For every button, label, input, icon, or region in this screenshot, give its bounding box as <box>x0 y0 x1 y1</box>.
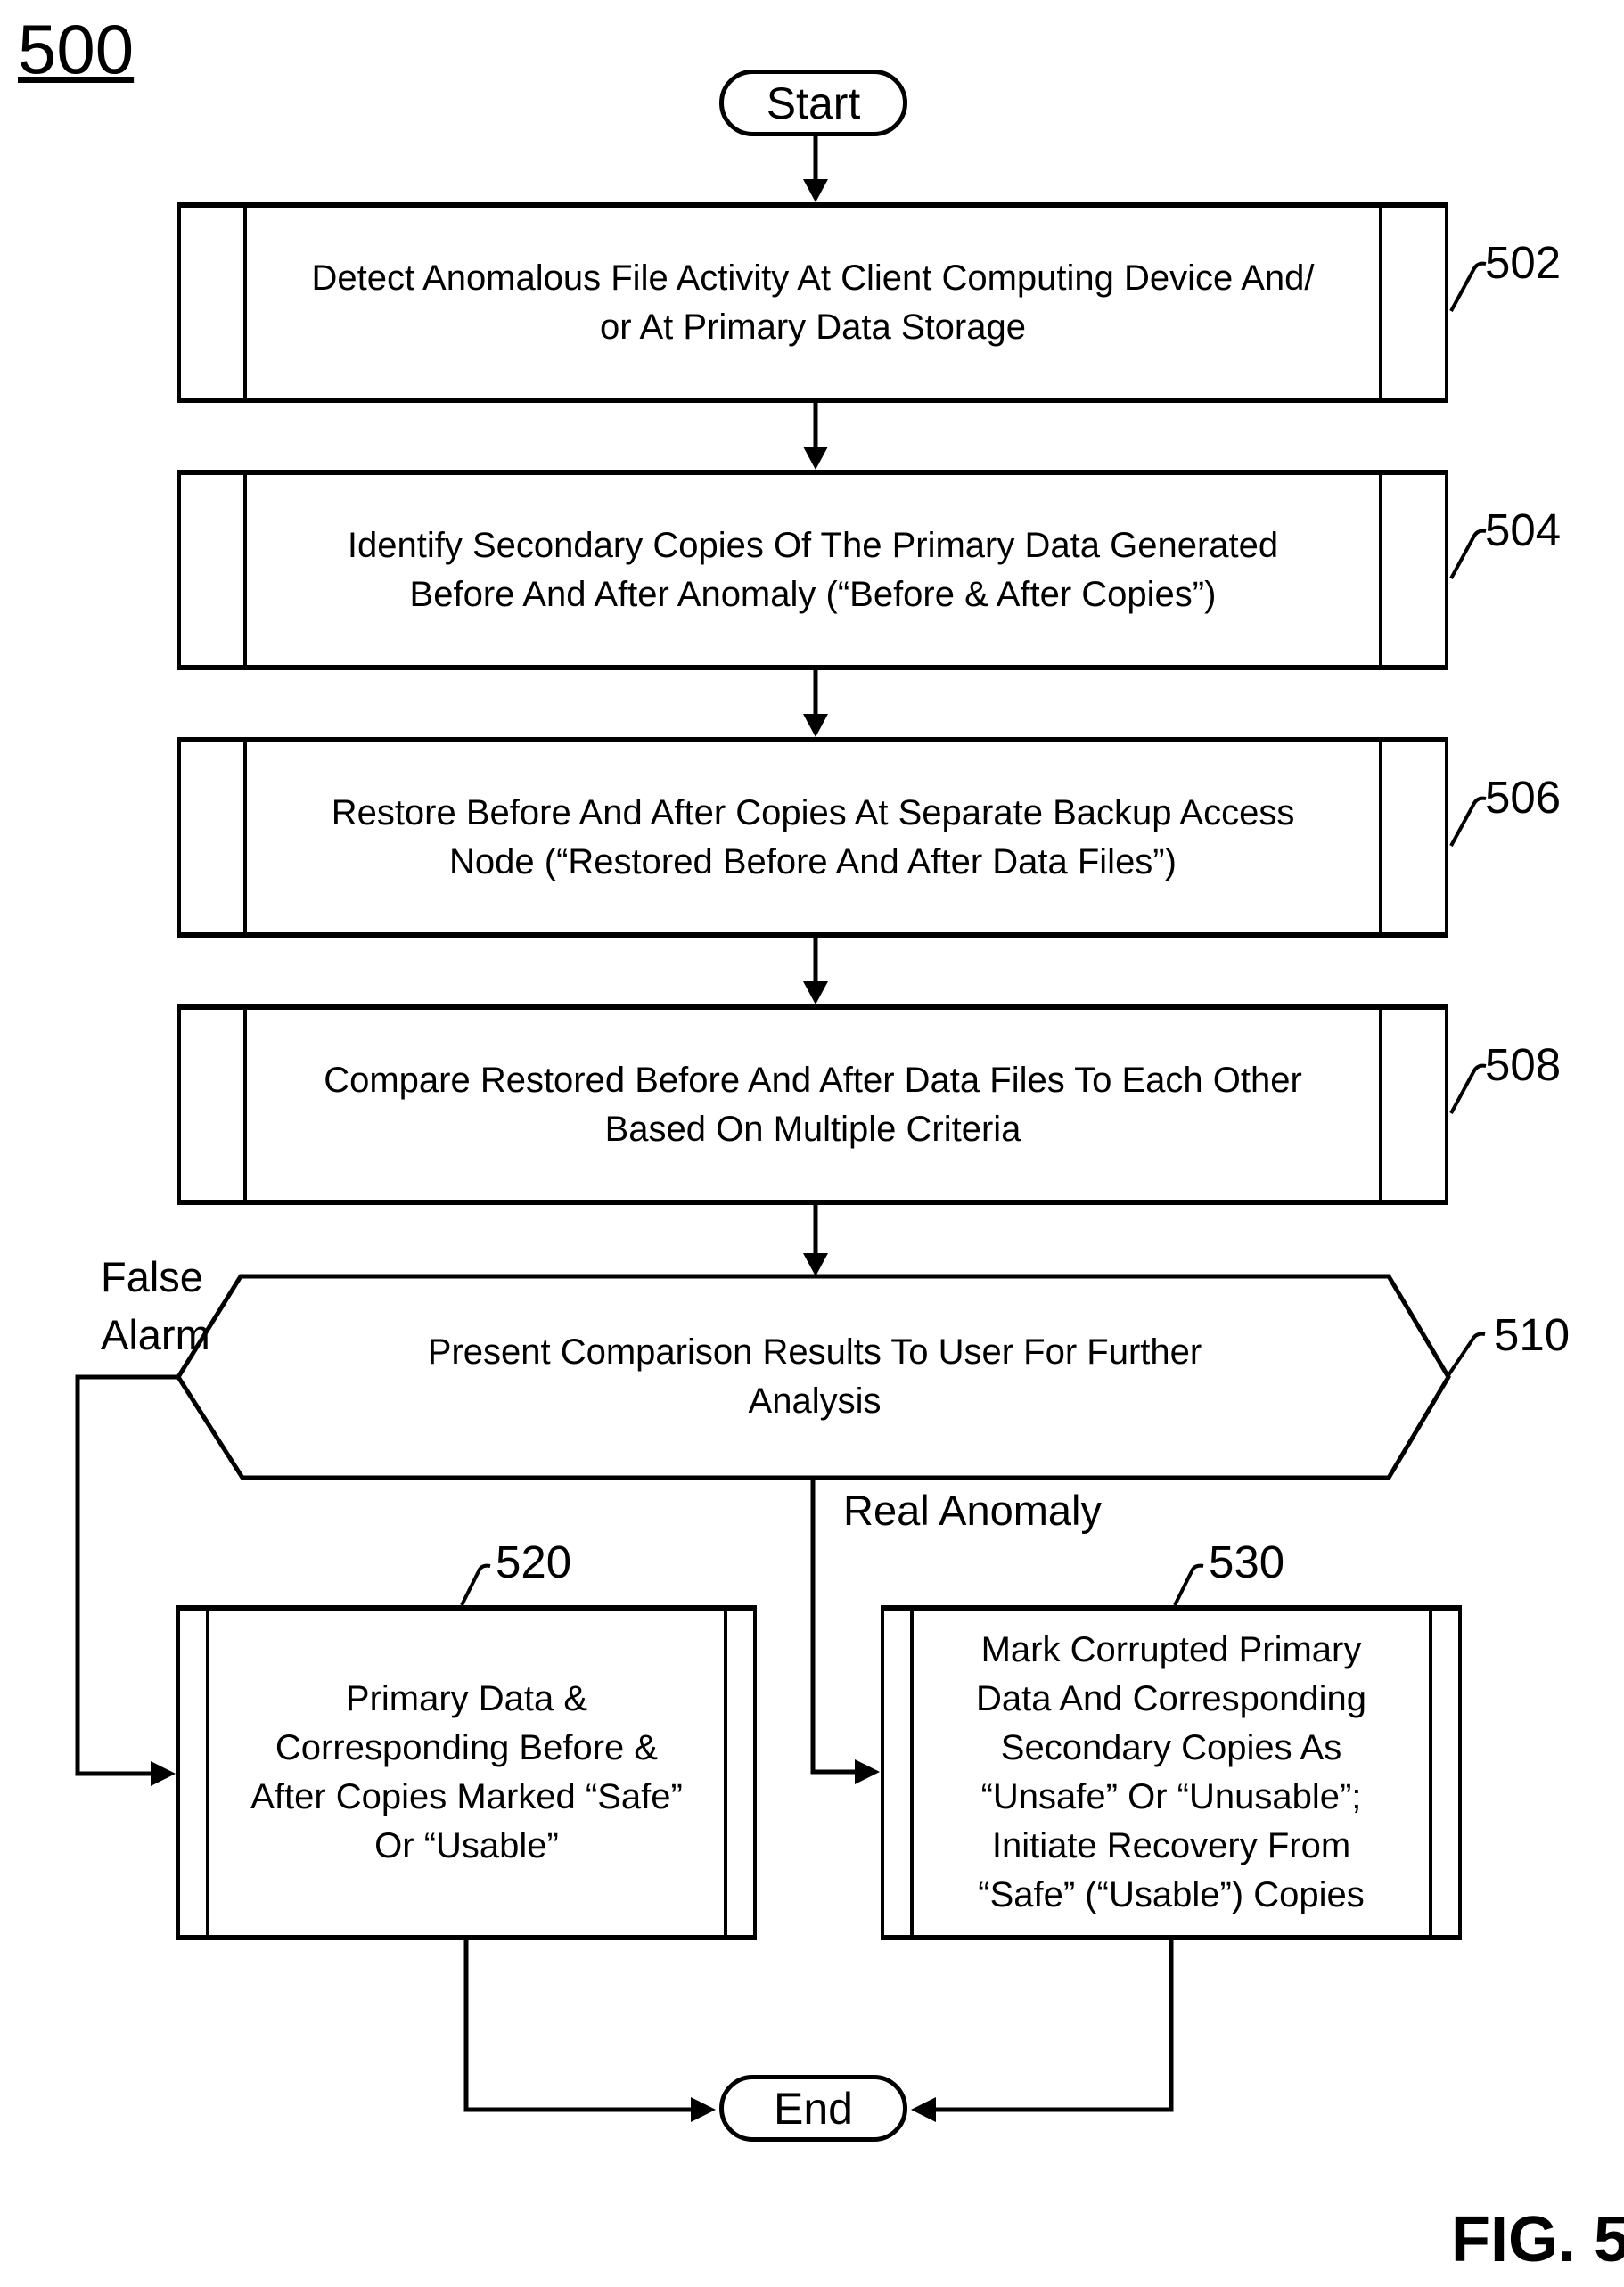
text-line: False <box>101 1253 203 1300</box>
leader-508 <box>1449 1063 1487 1114</box>
ref-label-530: 530 <box>1209 1537 1285 1587</box>
process-box-504: Identify Secondary Copies Of The Primary… <box>177 470 1448 670</box>
ref-label-520: 520 <box>496 1537 572 1587</box>
text-line: Or “Usable” <box>374 1826 559 1865</box>
arrowhead-down-icon <box>803 981 828 1004</box>
branch-label-false-alarm: False Alarm <box>101 1248 210 1364</box>
process-box-530-text: Mark Corrupted Primary Data And Correspo… <box>920 1611 1423 1935</box>
text-line: Primary Data & <box>345 1679 588 1718</box>
double-line-left <box>910 1611 914 1935</box>
text-line: or At Primary Data Storage <box>600 307 1026 347</box>
double-line-left <box>243 742 247 932</box>
text-line: Based On Multiple Criteria <box>604 1109 1021 1149</box>
process-box-520-text: Primary Data & Corresponding Before & Af… <box>216 1611 718 1935</box>
arrow-502-to-504 <box>803 403 828 470</box>
text-line: Present Comparison Results To User For F… <box>427 1332 1202 1372</box>
text-line: Initiate Recovery From <box>991 1826 1351 1865</box>
arrowhead-right-icon <box>151 1761 176 1786</box>
text-line: Detect Anomalous File Activity At Client… <box>311 258 1315 298</box>
text-line: Secondary Copies As <box>1000 1728 1342 1767</box>
leader-504 <box>1449 529 1487 579</box>
process-box-506-text: Restore Before And After Copies At Separ… <box>252 742 1374 932</box>
arrowhead-right-icon <box>855 1759 880 1784</box>
arrow-508-to-510 <box>803 1205 828 1276</box>
text-line: Alarm <box>101 1311 210 1358</box>
arrow-506-to-508 <box>803 938 828 1004</box>
ref-label-506: 506 <box>1485 772 1562 823</box>
text-line: “Safe” (“Usable”) Copies <box>978 1875 1365 1914</box>
text-line: After Copies Marked “Safe” <box>250 1777 683 1816</box>
end-node: End <box>719 2075 907 2142</box>
process-box-530: Mark Corrupted Primary Data And Correspo… <box>881 1605 1462 1940</box>
figure-reference-number: 500 <box>18 10 135 88</box>
hexagon-510-text: Present Comparison Results To User For F… <box>242 1276 1387 1478</box>
process-box-504-text: Identify Secondary Copies Of The Primary… <box>252 475 1374 665</box>
leader-530 <box>1173 1563 1204 1606</box>
text-line: Compare Restored Before And After Data F… <box>324 1060 1302 1100</box>
arrow-520-to-end <box>463 1940 716 2122</box>
double-line-right <box>1379 475 1382 665</box>
double-line-right <box>1379 208 1382 398</box>
text-line: Mark Corrupted Primary <box>980 1630 1362 1669</box>
text-line: Node (“Restored Before And After Data Fi… <box>449 841 1177 881</box>
start-node-label: Start <box>766 78 861 128</box>
arrowhead-down-icon <box>803 447 828 470</box>
ref-label-510: 510 <box>1494 1309 1571 1360</box>
text-line: Restore Before And After Copies At Separ… <box>331 792 1295 832</box>
process-box-520: Primary Data & Corresponding Before & Af… <box>176 1605 757 1940</box>
branch-label-real-anomaly: Real Anomaly <box>843 1487 1102 1534</box>
text-line: Identify Secondary Copies Of The Primary… <box>347 525 1279 565</box>
arrow-start-to-502 <box>803 136 828 202</box>
leader-506 <box>1449 796 1487 847</box>
arrow-530-to-end <box>911 1940 1174 2122</box>
leader-520 <box>460 1563 491 1606</box>
arrowhead-down-icon <box>803 179 828 202</box>
end-node-label: End <box>774 2083 853 2134</box>
double-line-left <box>243 1010 247 1200</box>
process-box-502: Detect Anomalous File Activity At Client… <box>177 202 1448 403</box>
start-node: Start <box>719 70 907 136</box>
double-line-right <box>724 1611 727 1935</box>
arrow-false-alarm-to-520 <box>75 1374 178 1786</box>
arrowhead-down-icon <box>803 714 828 737</box>
arrowhead-down-icon <box>803 1253 828 1276</box>
process-box-502-text: Detect Anomalous File Activity At Client… <box>252 208 1374 398</box>
hexagon-510-shape <box>176 1274 1451 1480</box>
arrow-real-anomaly-to-530 <box>810 1478 880 1784</box>
text-line: Data And Corresponding <box>975 1679 1367 1718</box>
arrowhead-right-icon <box>691 2097 716 2122</box>
process-box-508: Compare Restored Before And After Data F… <box>177 1004 1448 1205</box>
double-line-right <box>1379 1010 1382 1200</box>
double-line-left <box>206 1611 209 1935</box>
double-line-right <box>1429 1611 1432 1935</box>
text-line: Before And After Anomaly (“Before & Afte… <box>409 574 1217 614</box>
figure-caption: FIG. 5 <box>1451 2204 1624 2275</box>
arrow-504-to-506 <box>803 670 828 737</box>
ref-label-504: 504 <box>1485 504 1562 555</box>
text-line: “Unsafe” Or “Unusable”; <box>980 1777 1362 1816</box>
process-box-506: Restore Before And After Copies At Separ… <box>177 737 1448 938</box>
text-line: Analysis <box>748 1381 882 1421</box>
double-line-right <box>1379 742 1382 932</box>
leader-510 <box>1447 1332 1486 1377</box>
ref-label-508: 508 <box>1485 1039 1562 1090</box>
ref-label-502: 502 <box>1485 237 1562 288</box>
double-line-left <box>243 208 247 398</box>
text-line: Corresponding Before & <box>275 1728 659 1767</box>
arrowhead-left-icon <box>911 2097 936 2122</box>
double-line-left <box>243 475 247 665</box>
leader-502 <box>1449 261 1487 312</box>
process-box-508-text: Compare Restored Before And After Data F… <box>252 1010 1374 1200</box>
